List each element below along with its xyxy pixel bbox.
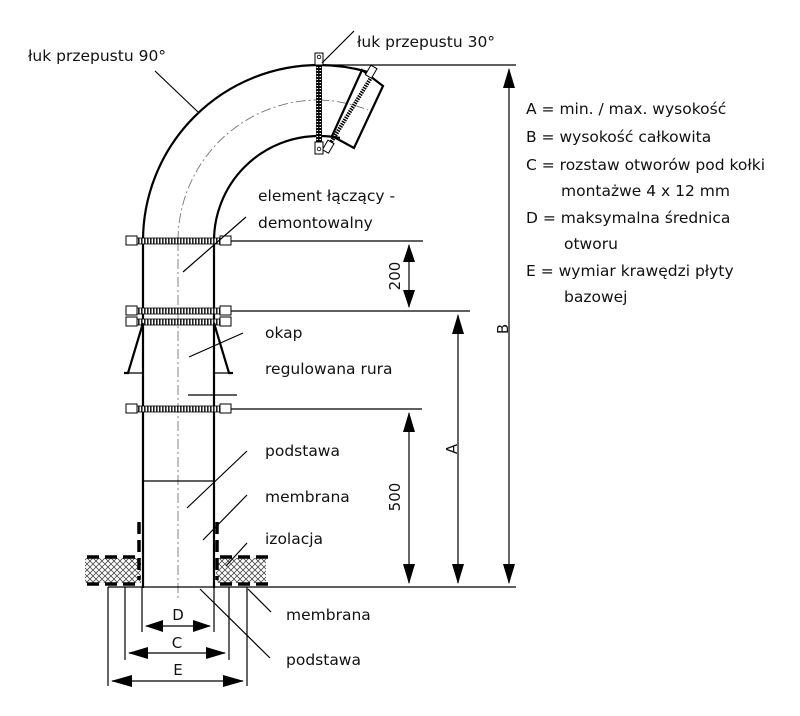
label-elbow-90: łuk przepustu 90° xyxy=(28,47,166,65)
leader-membrane-upper xyxy=(202,494,248,541)
label-membrane-lower: membrana xyxy=(286,606,371,624)
clamp-tab xyxy=(219,316,232,327)
leader-hood xyxy=(188,332,244,358)
leader-elbow-90 xyxy=(154,70,199,113)
dim-200: 200 xyxy=(386,244,415,308)
label-connector-line2: demontowalny xyxy=(258,214,373,232)
leader-base-lower xyxy=(199,588,271,659)
hood-left xyxy=(124,322,145,375)
legend-E-line1: E = wymiar krawędzi płyty xyxy=(526,262,734,280)
legend-D-line2: otworu xyxy=(564,235,618,253)
legend-C-line1: C = rozstaw otworów pod kołki xyxy=(526,156,765,174)
dim-500-label: 500 xyxy=(386,483,404,512)
elbow-90-outer-wall xyxy=(141,63,320,242)
clamp-band xyxy=(136,237,221,245)
dimension-lines: 200 500 A B D xyxy=(111,64,516,687)
clamp-hole xyxy=(316,54,322,60)
clamp-2 xyxy=(125,305,232,316)
dim-A: A xyxy=(443,314,464,584)
membrane-dashes xyxy=(87,522,268,586)
clamp-tab xyxy=(219,305,232,316)
dim-E: E xyxy=(111,661,244,687)
clamp-tab xyxy=(125,316,138,327)
dim-A-label: A xyxy=(443,443,461,454)
label-base-lower: podstawa xyxy=(286,651,361,669)
dim-B-label: B xyxy=(494,324,512,334)
elbow-30-clamp-band xyxy=(328,74,374,146)
clamp-tab xyxy=(219,403,232,414)
legend: A = min. / max. wysokość B = wysokość ca… xyxy=(526,100,765,306)
label-insulation: izolacja xyxy=(265,530,323,548)
clamp-band xyxy=(136,318,221,326)
clamp-tab xyxy=(321,139,335,154)
dim-500: 500 xyxy=(386,412,415,584)
label-hood: okap xyxy=(265,324,303,342)
clamp-tab xyxy=(364,64,378,79)
leader-insulation xyxy=(225,542,248,567)
elbow-90 xyxy=(141,63,320,242)
elbow-30 xyxy=(318,63,385,154)
label-base-upper: podstawa xyxy=(265,442,340,460)
hood xyxy=(124,322,233,375)
legend-C-line2: montażwe 4 x 12 mm xyxy=(561,182,730,200)
base-assembly xyxy=(85,522,516,686)
elbow-30-outlet xyxy=(330,68,385,150)
dim-B: B xyxy=(494,68,515,584)
vertical-pipe xyxy=(141,241,216,598)
clamp-band xyxy=(136,307,221,315)
leader-connector xyxy=(182,216,247,273)
pipe-clamps xyxy=(125,235,232,414)
leader-membrane-lower xyxy=(247,588,272,613)
dim-C-label: C xyxy=(172,634,182,652)
legend-D-line1: D = maksymalna średnica xyxy=(526,209,730,227)
leader-lines xyxy=(154,30,355,659)
clamp-tab xyxy=(125,305,138,316)
insulation-right xyxy=(216,558,266,583)
label-adjustable-pipe: regulowana rura xyxy=(265,360,393,378)
hood-right xyxy=(212,322,233,375)
clamp-3 xyxy=(125,316,232,327)
clamp-hole xyxy=(316,146,322,152)
clamp-tab xyxy=(125,235,138,246)
clamp-tab xyxy=(219,235,232,246)
clamp-tab xyxy=(314,141,324,155)
label-elbow-30: łuk przepustu 30° xyxy=(357,33,495,51)
dim-D: D xyxy=(145,606,211,632)
label-connector-line1: element łączący - xyxy=(258,187,395,205)
legend-E-line2: bazowej xyxy=(564,288,627,306)
label-membrane-upper: membrana xyxy=(265,488,350,506)
leader-base-upper xyxy=(186,450,248,509)
leader-elbow-30 xyxy=(321,30,355,64)
dim-200-label: 200 xyxy=(386,262,404,291)
elbow-joint-clamp xyxy=(314,52,324,155)
clamp-tab xyxy=(125,403,138,414)
clamp-4 xyxy=(125,403,232,414)
clamp-band xyxy=(136,405,221,413)
insulation-left xyxy=(85,558,141,583)
legend-A: A = min. / max. wysokość xyxy=(526,100,726,118)
legend-B: B = wysokość całkowita xyxy=(526,128,711,146)
elbow-90-inner-wall xyxy=(212,134,320,242)
dim-C: C xyxy=(128,634,226,659)
elbow-90-centerline xyxy=(177,99,320,242)
dim-E-label: E xyxy=(173,661,182,679)
dim-D-label: D xyxy=(172,606,184,624)
